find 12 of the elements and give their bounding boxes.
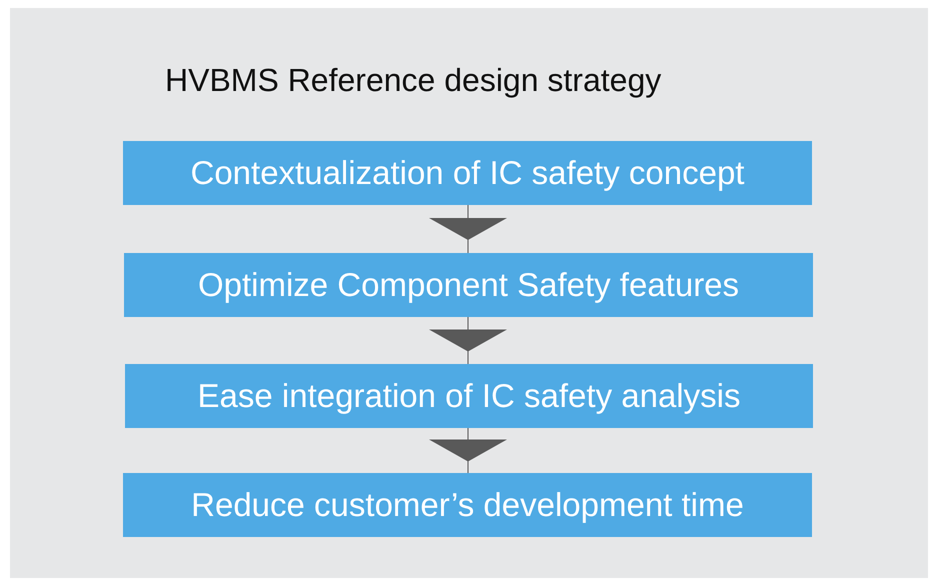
step-label: Optimize Component Safety features <box>198 266 740 304</box>
down-arrow <box>429 428 507 474</box>
step-box <box>124 253 813 317</box>
step-label: Reduce customer’s development time <box>191 486 744 524</box>
step-box <box>123 141 812 205</box>
step-label: Contextualization of IC safety concept <box>190 154 744 192</box>
down-arrow <box>429 316 507 364</box>
step-box <box>123 473 812 537</box>
step-box <box>125 364 813 428</box>
diagram-title: HVBMS Reference design strategy <box>165 62 662 99</box>
step-label: Ease integration of IC safety analysis <box>198 377 740 415</box>
down-arrow <box>429 204 507 254</box>
